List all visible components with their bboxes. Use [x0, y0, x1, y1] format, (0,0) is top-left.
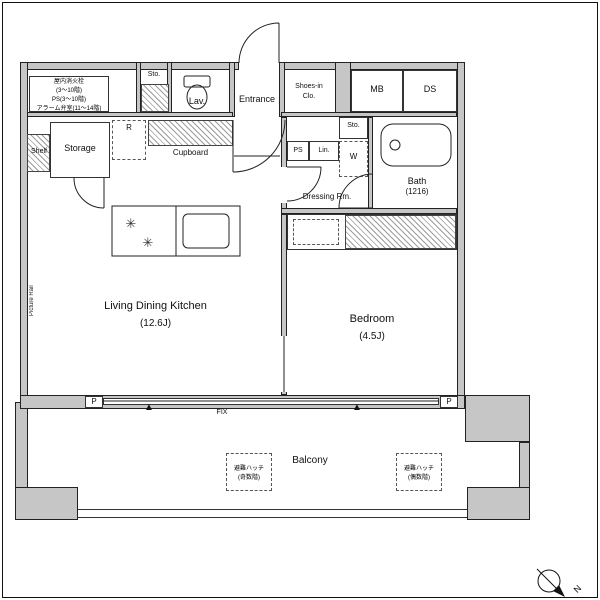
balcony-label: Balcony [292, 455, 328, 466]
storage-top-hatch [141, 84, 169, 112]
stove-burner-icon: ✳ [126, 217, 137, 232]
closet-hatch [345, 215, 456, 249]
washer-label: W [349, 152, 358, 161]
note-line: PS(3〜10階) [51, 97, 86, 103]
bath-door-swing [338, 173, 374, 209]
wall-under-lav [27, 112, 233, 117]
bedroom-size-label: (4.5J) [359, 331, 385, 342]
hatch-label: 避難ハッチ [233, 466, 264, 472]
opening-marker-icon: ▲ [144, 402, 154, 413]
wall-ldk-bedroom [281, 214, 287, 395]
compass-circle [537, 569, 561, 593]
evacuation-hatch-even: 避難ハッチ (偶数階) [396, 453, 442, 491]
dressing-door-swing [286, 166, 322, 202]
storage-label: Storage [64, 143, 96, 153]
pillar-box-right [440, 396, 458, 408]
entrance-label: Entrance [238, 94, 276, 104]
compass-icon [536, 568, 565, 597]
pipe-space-label: PS [293, 147, 303, 154]
hatch-label: (奇数階) [238, 475, 260, 481]
wall-under-shoes-mb [281, 112, 457, 117]
ldk-door-swing [232, 119, 286, 173]
pillar-box-left [85, 396, 103, 408]
hatch-label: 避難ハッチ [403, 466, 434, 472]
pillar-right-label: P [446, 397, 452, 406]
entrance-door-swing [238, 22, 280, 64]
toilet-tank-icon [183, 75, 211, 88]
dressing-door-gap [281, 167, 287, 203]
note-line: アラーム弁室(11〜14階) [36, 106, 102, 112]
stove-burner-icon: ✳ [143, 236, 154, 251]
ldk-size-label: (12.6J) [139, 318, 172, 329]
cupboard-hatch [148, 120, 233, 146]
note-line: 屋内消火栓 [53, 79, 84, 85]
kitchen-sink-icon [182, 213, 230, 249]
fix-window-label: FIX [216, 409, 228, 416]
refrigerator-label: R [126, 123, 132, 132]
meter-box-label: MB [370, 84, 384, 94]
pillar-left-label: P [91, 397, 97, 406]
balcony-pillar-right [467, 487, 530, 520]
fire-hydrant-note-box: 屋内消火栓 (3〜10階) PS(3〜10階) アラーム弁室(11〜14階) [29, 76, 109, 112]
balcony-right-block [465, 395, 530, 442]
note-line: (3〜10階) [55, 88, 82, 94]
storage-top-label: Sto. [147, 71, 161, 78]
linen-label: Lin. [318, 147, 330, 154]
shoes-closet-label: Shoes-in [295, 83, 323, 90]
storage-mid-box [339, 117, 368, 139]
compass-arrowhead [553, 585, 565, 597]
hatch-label: (偶数階) [408, 475, 430, 481]
storage-mid-label: Sto. [347, 122, 360, 129]
storage-door-swing [73, 177, 105, 209]
washer-space [339, 141, 368, 177]
bedroom-label: Bedroom [349, 313, 395, 325]
bath-size-label: (1216) [405, 187, 429, 196]
bathtub-icon [380, 123, 452, 167]
bath-label: Bath [407, 176, 427, 186]
dressing-room-label: Dressing Rm. [302, 192, 352, 201]
storage-room [50, 122, 110, 178]
meter-box [351, 70, 403, 112]
shoes-closet-label: Clo. [302, 93, 316, 100]
picture-rail-label: Picture Rail [29, 285, 35, 317]
shelf-label: Shelf [31, 148, 47, 155]
refrigerator-space [112, 120, 146, 160]
balcony-pillar-left [15, 487, 78, 520]
toilet-bowl-icon [186, 84, 208, 110]
closet-counter [293, 219, 339, 245]
lavatory-label: Lav. [188, 96, 206, 106]
duct-space-box [403, 70, 457, 112]
bath-faucet-icon [389, 139, 401, 151]
evacuation-hatch-odd: 避難ハッチ (奇数階) [226, 453, 272, 491]
opening-marker-icon: ▲ [352, 402, 362, 413]
linen-box [309, 141, 339, 161]
shelf-box [27, 134, 50, 172]
ldk-label: Living Dining Kitchen [104, 300, 207, 312]
duct-space-label: DS [423, 84, 437, 94]
pipe-space-box [287, 141, 309, 161]
cupboard-label: Cupboard [172, 148, 209, 157]
